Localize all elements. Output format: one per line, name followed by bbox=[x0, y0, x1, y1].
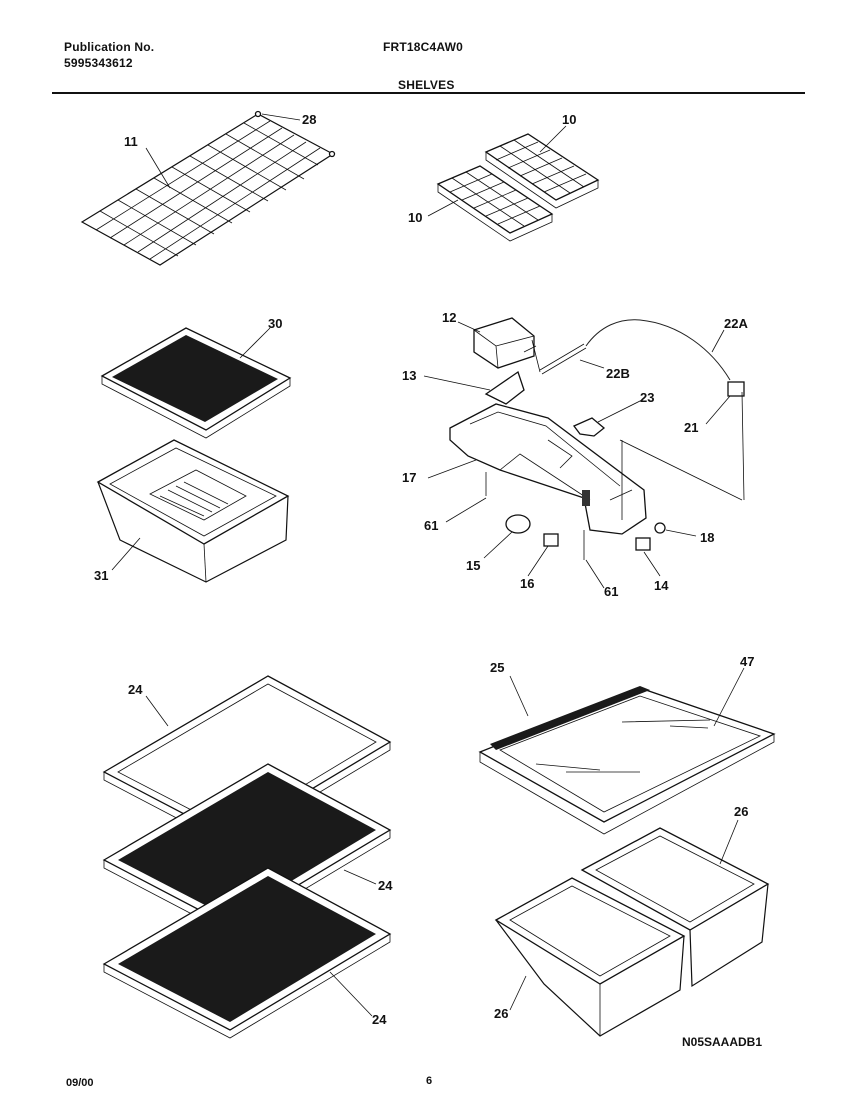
callout-28: 28 bbox=[302, 112, 316, 127]
callout-25: 25 bbox=[490, 660, 504, 675]
footer-page: 6 bbox=[426, 1075, 432, 1087]
wire-shelf-11 bbox=[80, 110, 336, 266]
leader-lines bbox=[111, 113, 745, 1017]
callout-22b: 22B bbox=[606, 366, 630, 381]
icemaker-assembly bbox=[449, 317, 745, 560]
callout-16: 16 bbox=[520, 576, 534, 591]
callout-24-top: 24 bbox=[128, 682, 143, 697]
section-title: SHELVES bbox=[398, 78, 455, 92]
callout-47: 47 bbox=[740, 654, 754, 669]
callout-12: 12 bbox=[442, 310, 456, 325]
callout-10-top: 10 bbox=[562, 112, 576, 127]
callout-10-bottom: 10 bbox=[408, 210, 422, 225]
model-number: FRT18C4AW0 bbox=[383, 40, 464, 54]
callout-61-left: 61 bbox=[424, 518, 438, 533]
callout-14: 14 bbox=[654, 578, 669, 593]
callout-24-bottom: 24 bbox=[372, 1012, 387, 1027]
callout-23: 23 bbox=[640, 390, 654, 405]
callout-26-left: 26 bbox=[494, 1006, 508, 1021]
publication-label: Publication No. bbox=[64, 40, 155, 54]
callout-11: 11 bbox=[124, 134, 138, 149]
crisper-cover-47 bbox=[478, 686, 776, 835]
footer-date: 09/00 bbox=[66, 1077, 94, 1089]
callout-13: 13 bbox=[402, 368, 416, 383]
glass-shelves-24 bbox=[102, 675, 392, 1039]
diagram-code: N05SAAADB1 bbox=[682, 1035, 762, 1049]
callout-30: 30 bbox=[268, 316, 282, 331]
callout-31: 31 bbox=[94, 568, 108, 583]
callout-26-right: 26 bbox=[734, 804, 748, 819]
callout-21: 21 bbox=[684, 420, 698, 435]
crisper-pans-26 bbox=[494, 827, 770, 1037]
callout-15: 15 bbox=[466, 558, 480, 573]
callout-24-middle: 24 bbox=[378, 878, 393, 893]
header-rule bbox=[52, 92, 805, 94]
publication-number: 5995343612 bbox=[64, 56, 133, 70]
callout-17: 17 bbox=[402, 470, 416, 485]
crisper-cover-30 bbox=[100, 327, 292, 439]
callout-22a: 22A bbox=[724, 316, 748, 331]
callout-18: 18 bbox=[700, 530, 714, 545]
crisper-pan-31 bbox=[96, 439, 290, 583]
callout-labels: 11 28 10 10 30 31 12 13 22B 22A 23 21 17… bbox=[94, 112, 754, 1027]
ice-trays-10 bbox=[436, 133, 600, 242]
callout-61-right: 61 bbox=[604, 584, 618, 599]
